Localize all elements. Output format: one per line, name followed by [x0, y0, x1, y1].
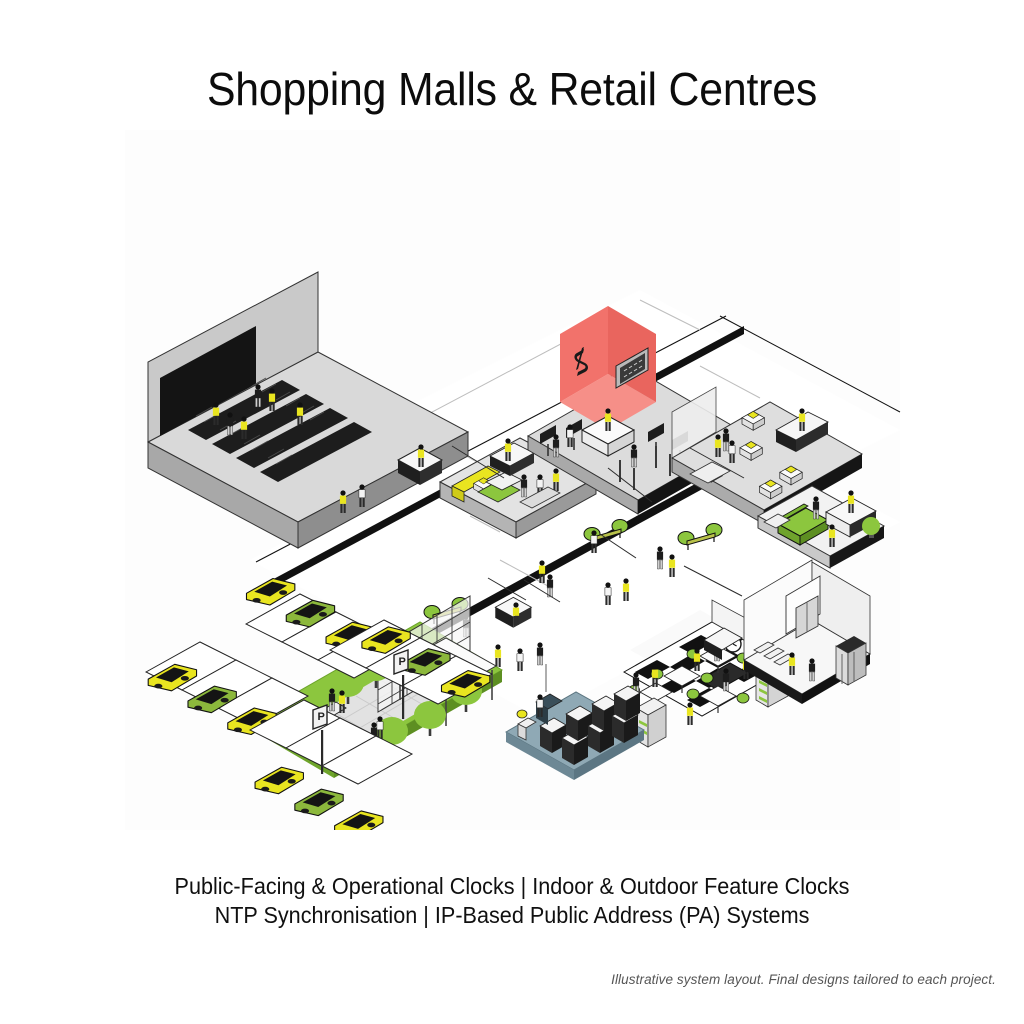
caption-block: Public-Facing & Operational Clocks | Ind…: [31, 872, 994, 930]
zone-convenience-store: [438, 437, 598, 539]
isometric-illustration: P: [0, 130, 1024, 830]
zone-supermarket: [146, 271, 470, 549]
disclaimer-text: Illustrative system layout. Final design…: [611, 972, 996, 987]
zone-car-park: [144, 577, 494, 830]
zone-server-room: [504, 664, 646, 780]
brand-logo-icon: [574, 347, 588, 376]
system-connector-lines: [451, 445, 745, 603]
zone-feature-atrium: [526, 306, 752, 515]
zone-lift-lobby: [635, 559, 871, 748]
caption-line-1: Public-Facing & Operational Clocks | Ind…: [174, 873, 850, 899]
page-title: Shopping Malls & Retail Centres: [206, 63, 818, 115]
digital-display-screen: [615, 347, 649, 389]
zone-lounge-reception: [756, 485, 886, 569]
caption-line-2: NTP Synchronisation | IP-Based Public Ad…: [214, 902, 810, 928]
